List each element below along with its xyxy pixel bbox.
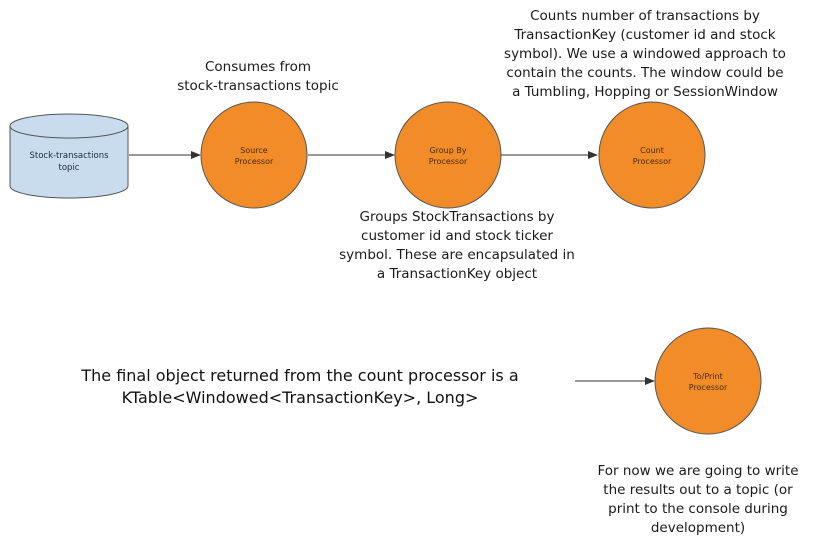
for-now-note: For now we are going to write the result…: [578, 462, 818, 538]
consumes-note-line: Consumes from: [204, 59, 312, 75]
counts-note-line: symbol). We use a windowed approach to: [504, 46, 786, 62]
count-processor-label-line: Count: [640, 146, 664, 155]
groups-note-line: Groups StockTransactions by: [359, 209, 555, 225]
topic-label-line: topic: [58, 163, 80, 173]
print-processor-label-line: Processor: [688, 383, 728, 392]
source-processor-circle: [200, 101, 308, 209]
counts-note-line: contain the counts. The window could be: [506, 65, 784, 81]
groups-note-line: customer id and stock ticker: [361, 228, 553, 244]
groupby-processor-label-line: Group By: [429, 146, 467, 155]
groups-note-line: a TransactionKey object: [376, 266, 538, 282]
for-now-note-line: development): [650, 520, 746, 536]
source-processor-label-line: Processor: [234, 157, 274, 166]
consumes-note: Consumes from stock-transactions topic: [148, 58, 368, 96]
groupby-processor-circle: [394, 101, 502, 209]
print-processor-label: To/Print Processor: [658, 371, 758, 393]
counts-note: Counts number of transactions by Transac…: [480, 7, 810, 102]
counts-note-line: TransactionKey (customer id and stock: [514, 27, 776, 43]
final-object-note: The final object returned from the count…: [20, 365, 580, 409]
count-processor-circle: [598, 101, 706, 209]
print-processor-label-line: To/Print: [693, 372, 723, 381]
source-processor-label: Source Processor: [204, 145, 304, 167]
counts-note-line: a Tumbling, Hopping or SessionWindow: [512, 84, 778, 100]
for-now-note-line: For now we are going to write: [597, 463, 799, 479]
counts-note-line: Counts number of transactions by: [530, 8, 760, 24]
groups-note-line: symbol. These are encapsulated in: [339, 247, 575, 263]
for-now-note-line: the results out to a topic (or: [603, 482, 793, 498]
for-now-note-line: print to the console during: [608, 501, 788, 517]
topic-cylinder-body: [9, 126, 129, 199]
topic-label-line: Stock-transactions: [29, 151, 109, 161]
topic-cylinder: [9, 113, 129, 199]
groups-note: Groups StockTransactions by customer id …: [322, 208, 592, 284]
consumes-note-line: stock-transactions topic: [177, 78, 339, 94]
count-processor-label: Count Processor: [602, 145, 702, 167]
final-object-note-line: KTable<Windowed<TransactionKey>, Long>: [121, 388, 479, 407]
groupby-processor-label: Group By Processor: [398, 145, 498, 167]
print-processor-circle: [654, 327, 762, 435]
source-processor-label-line: Source: [240, 146, 268, 155]
final-object-note-line: The final object returned from the count…: [81, 366, 519, 385]
count-processor-label-line: Processor: [632, 157, 672, 166]
topic-label: Stock-transactions topic: [10, 150, 128, 174]
groupby-processor-label-line: Processor: [428, 157, 468, 166]
topic-cylinder-top: [9, 113, 129, 139]
